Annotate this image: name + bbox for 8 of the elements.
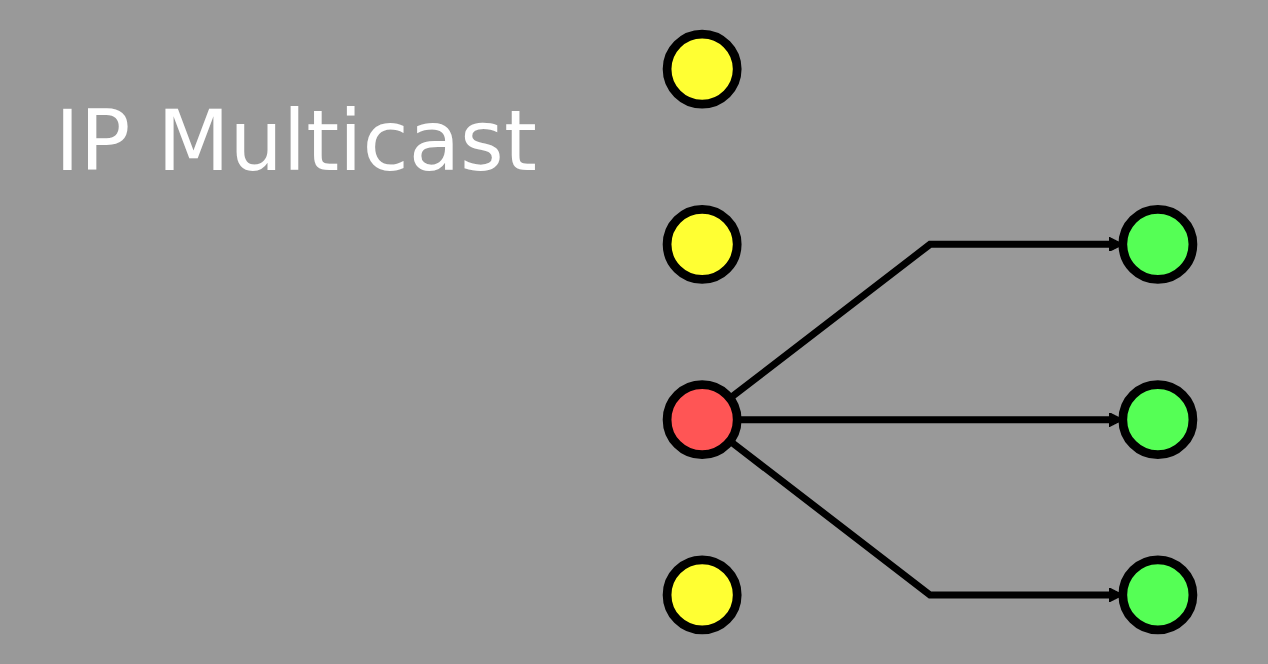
diagram-title: IP Multicast bbox=[55, 95, 537, 188]
node-circle bbox=[1118, 204, 1198, 284]
node-circle bbox=[662, 204, 742, 284]
node-circle bbox=[1118, 380, 1198, 460]
node-circle bbox=[662, 380, 742, 460]
node-circle bbox=[1118, 555, 1198, 635]
node-circle bbox=[662, 555, 742, 635]
node-circle bbox=[662, 29, 742, 109]
